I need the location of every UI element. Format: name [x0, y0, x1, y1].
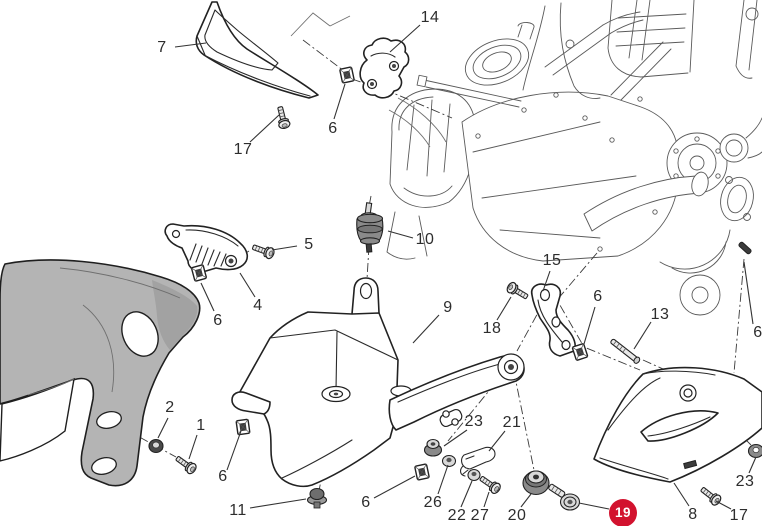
callout-26[interactable]: 26: [423, 494, 443, 511]
leader-line-8: [673, 482, 690, 507]
callout-27[interactable]: 27: [470, 507, 490, 524]
part-2-washer: [148, 438, 164, 454]
callout-23[interactable]: 23: [735, 473, 755, 490]
callout-23[interactable]: 23: [464, 413, 484, 430]
leader-line-17: [715, 500, 732, 510]
leader-line-19: [578, 502, 610, 510]
callout-6[interactable]: 6: [328, 120, 338, 137]
leader-line-9: [412, 314, 440, 344]
leader-line-6: [333, 83, 346, 120]
part-11-grommet: [306, 487, 328, 509]
part-9-bracket: [231, 277, 525, 488]
leader-line-2: [157, 417, 169, 439]
leader-line-6: [743, 261, 754, 325]
part-26-washer: [441, 454, 457, 468]
leader-line-20: [520, 493, 532, 508]
leader-line-15: [542, 270, 551, 292]
leader-line-23: [748, 456, 757, 474]
leader-line-6: [200, 282, 215, 312]
callout-6[interactable]: 6: [361, 494, 371, 511]
part-10-damper: [356, 202, 384, 253]
leader-line-18: [496, 296, 512, 321]
leader-line-1: [188, 434, 198, 460]
leader-line-6: [373, 475, 416, 499]
callout-11[interactable]: 11: [229, 502, 247, 519]
callout-8[interactable]: 8: [688, 506, 698, 523]
callout-1[interactable]: 1: [196, 417, 206, 434]
callout-5[interactable]: 5: [304, 236, 314, 253]
callout-6[interactable]: 6: [753, 324, 762, 341]
part-19-screw: [548, 483, 581, 511]
callout-20[interactable]: 20: [507, 507, 527, 524]
callout-14[interactable]: 14: [420, 9, 440, 26]
part-23-grommet-left: [423, 438, 443, 457]
part-7-windscreen: [195, 1, 319, 99]
leader-line-11: [249, 498, 307, 509]
leader-line-27: [483, 491, 490, 508]
leader-line-14: [389, 24, 421, 53]
part-6-pin-right: [738, 241, 752, 255]
leader-line-23: [443, 429, 468, 447]
leader-line-7: [174, 42, 207, 48]
leader-line-10: [387, 230, 414, 239]
leader-line-21: [488, 430, 506, 452]
callout-9[interactable]: 9: [443, 299, 453, 316]
part-4-bracket: [164, 223, 249, 273]
leader-line-26: [437, 464, 449, 495]
callout-18[interactable]: 18: [482, 320, 502, 337]
callout-6[interactable]: 6: [213, 312, 223, 329]
callout-22[interactable]: 22: [447, 507, 467, 524]
part-13-stud: [610, 338, 641, 364]
part-22-washer: [467, 468, 481, 482]
leader-line-22: [460, 480, 473, 508]
part-8-panel: [593, 366, 762, 483]
fairing-ghost-lines: [290, 12, 447, 148]
leader-line-6: [226, 430, 242, 471]
leader-line-17: [249, 114, 280, 143]
callout-15[interactable]: 15: [542, 252, 562, 269]
leader-line-6: [583, 306, 596, 345]
part-20-grommet: [522, 470, 550, 496]
leader-line-5: [271, 245, 298, 251]
engine-assembly: [386, 0, 762, 316]
callout-17[interactable]: 17: [729, 507, 749, 524]
callout-2[interactable]: 2: [165, 399, 175, 416]
leader-line-4: [239, 272, 256, 298]
part-14-bracket: [359, 37, 410, 99]
callout-21[interactable]: 21: [502, 414, 522, 431]
callout-19-highlighted[interactable]: 19: [609, 499, 637, 526]
leader-line-13: [633, 321, 652, 350]
callout-4[interactable]: 4: [253, 297, 263, 314]
callout-6[interactable]: 6: [593, 288, 603, 305]
callout-17[interactable]: 17: [233, 141, 253, 158]
callout-13[interactable]: 13: [650, 306, 670, 323]
callout-10[interactable]: 10: [415, 231, 435, 248]
callout-7[interactable]: 7: [157, 39, 167, 56]
part-front-fender: [0, 259, 201, 487]
callout-6[interactable]: 6: [218, 468, 228, 485]
part-15-bracket: [530, 283, 576, 357]
